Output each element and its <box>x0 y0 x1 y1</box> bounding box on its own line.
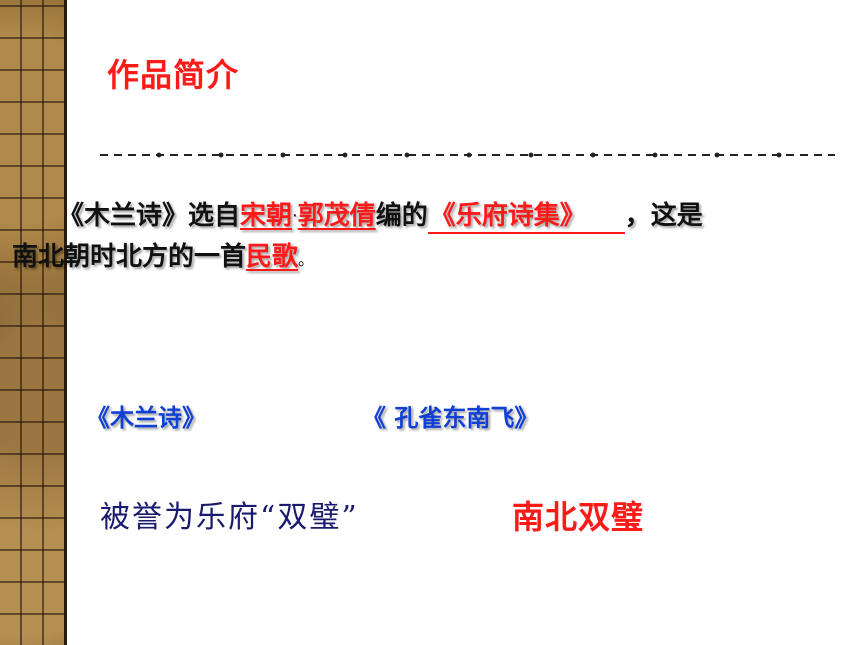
intro-line2-prefix: 南北朝时北方的一首 <box>12 241 247 272</box>
intro-line-2: 南北朝时北方的一首民歌。 <box>12 237 852 280</box>
intro-line-1: 《木兰诗》选自宋朝·郭茂倩编的《乐府诗集》，这是 <box>12 196 852 237</box>
praise-text: 被誉为乐府“双璧” <box>100 500 359 535</box>
poem-title-mulan: 《木兰诗》 <box>86 404 206 432</box>
intro-suffix: ，这是 <box>624 201 703 231</box>
sidebar-edge <box>64 0 67 645</box>
genre-highlight: 民歌 <box>246 241 299 272</box>
intro-paragraph: 《木兰诗》选自宋朝·郭茂倩编的《乐府诗集》，这是 南北朝时北方的一首民歌。 <box>12 196 852 280</box>
dashed-divider <box>100 148 835 162</box>
answer-text: 南北双璧 <box>512 498 645 536</box>
name-separator: · <box>292 205 298 227</box>
collection-highlight: 《乐府诗集》 <box>427 200 625 234</box>
editor-highlight: 郭茂倩 <box>297 201 376 231</box>
slide-title: 作品简介 <box>107 56 240 94</box>
decorative-sidebar <box>0 0 64 645</box>
intro-prefix: 《木兰诗》选自 <box>58 201 241 231</box>
poem-title-peacock: 《 孔雀东南飞》 <box>362 404 539 432</box>
dynasty-highlight: 宋朝 <box>240 201 293 231</box>
intro-period: 。 <box>298 249 315 269</box>
intro-middle: 编的 <box>375 201 428 231</box>
